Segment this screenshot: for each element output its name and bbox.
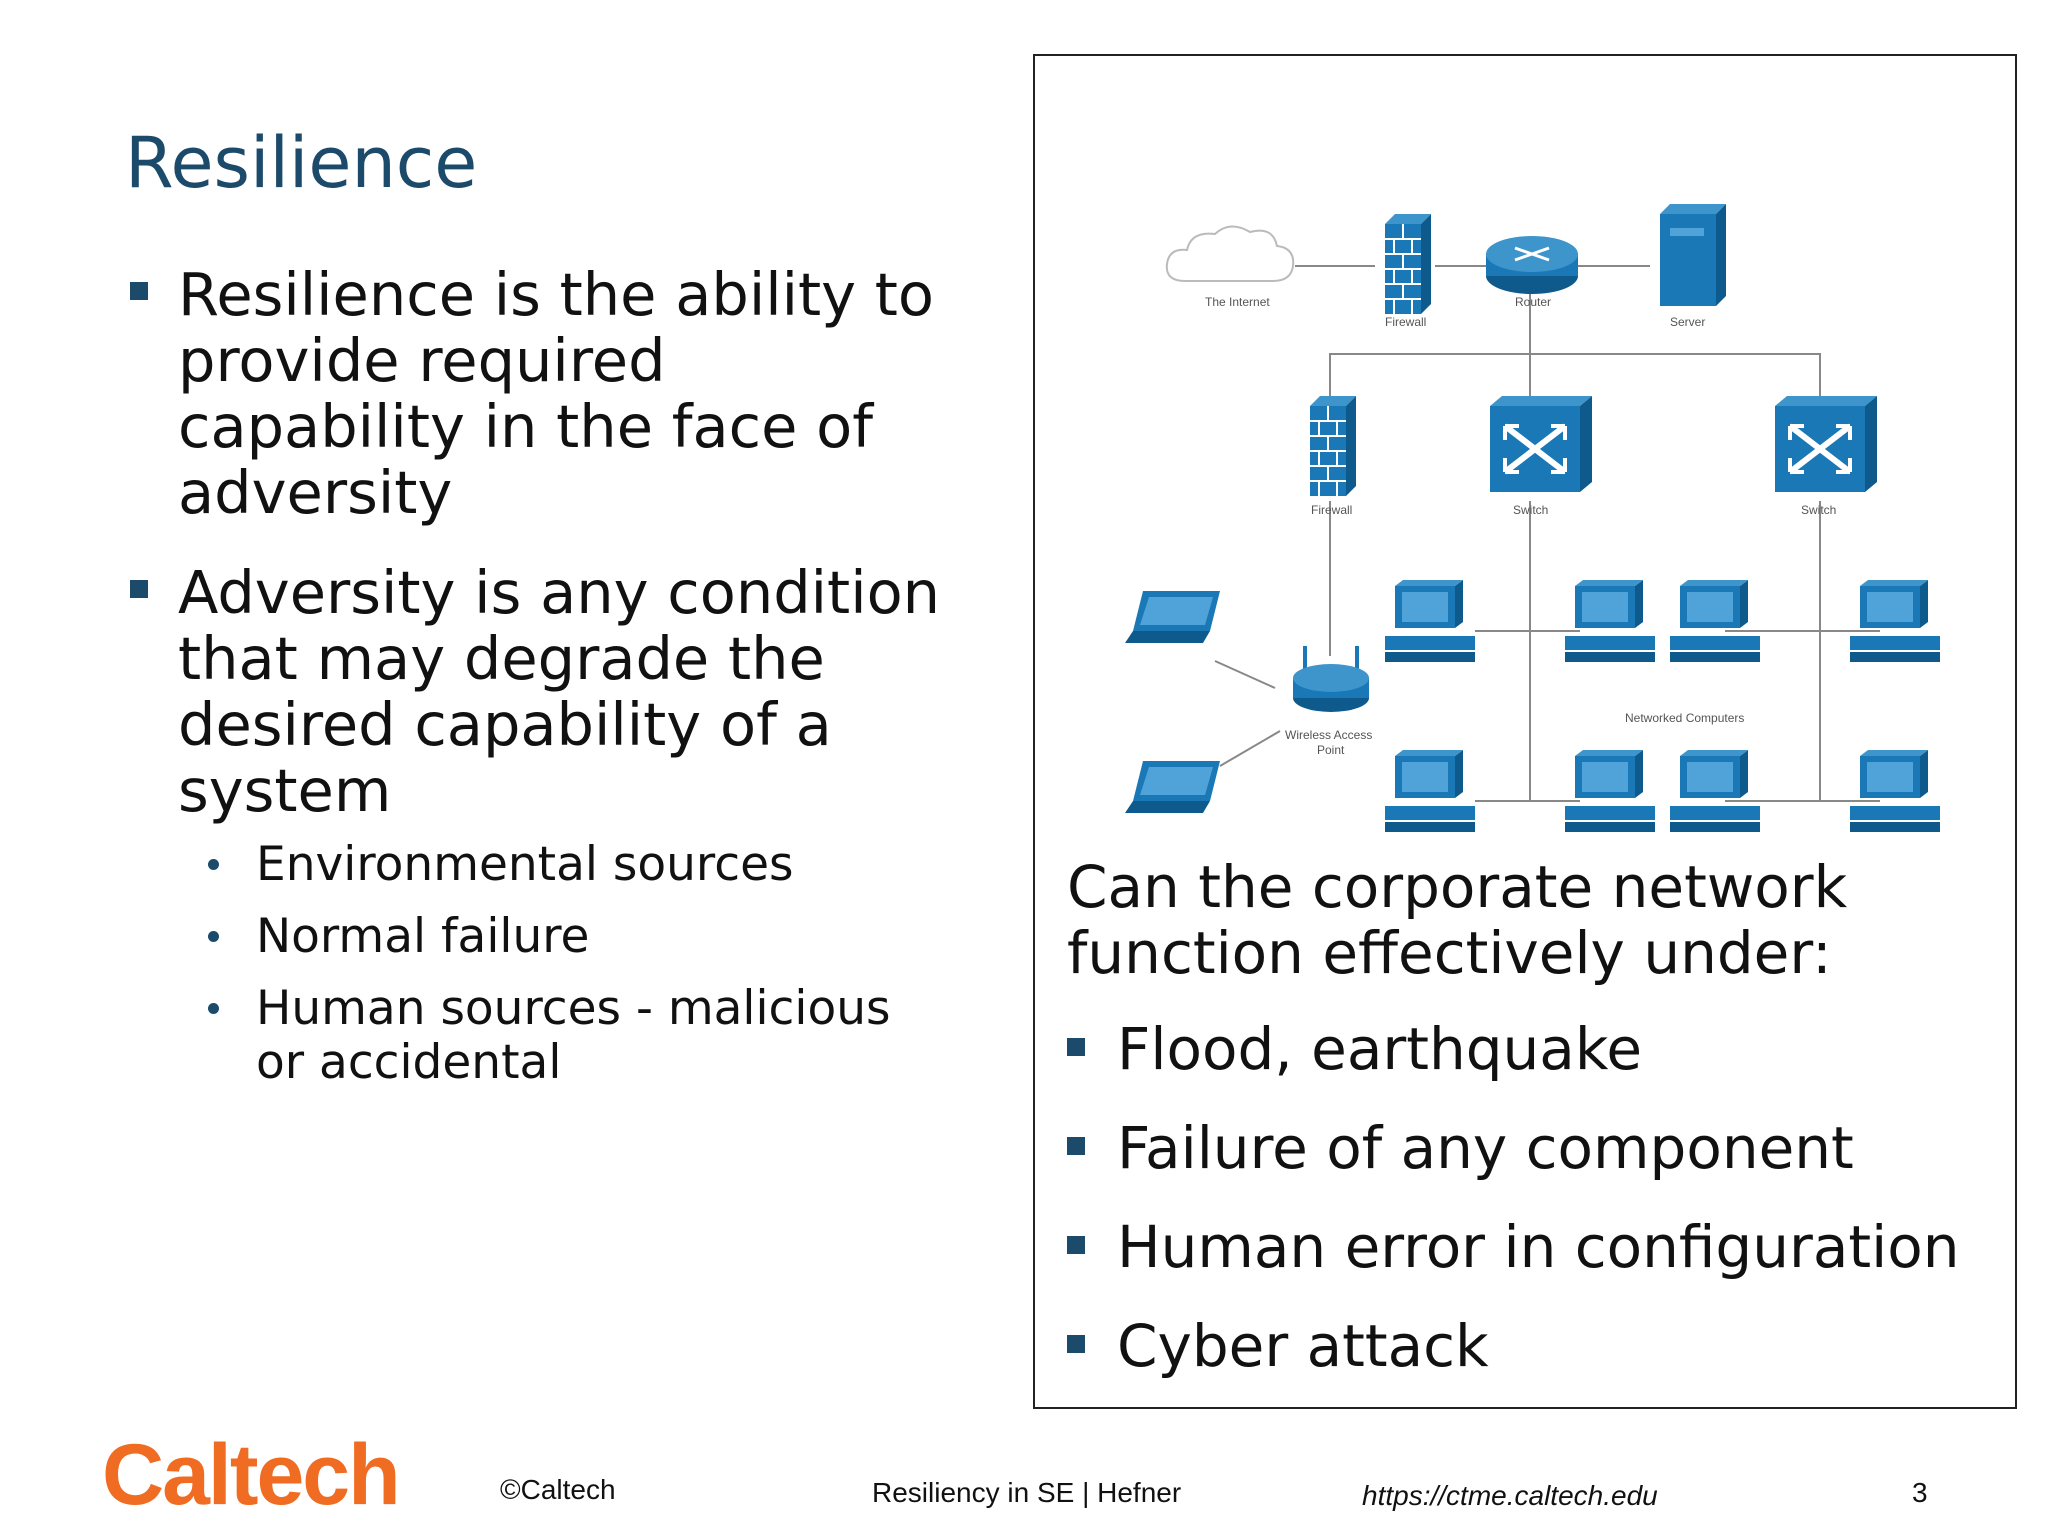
sub-bullet-normal-failure: Normal failure — [208, 910, 950, 964]
threat-item: Flood, earthquake — [1067, 1016, 1960, 1082]
firewall-icon — [1309, 395, 1357, 497]
firewall-icon — [1384, 213, 1432, 315]
threat-text: Cyber attack — [1117, 1312, 1489, 1380]
footer-copyright: ©Caltech — [500, 1474, 616, 1505]
threat-item: Failure of any component — [1067, 1115, 1960, 1181]
router-icon — [1486, 236, 1578, 294]
main-bullet-list: Resilience is the ability to provide req… — [130, 262, 950, 1124]
switch-icon — [1490, 396, 1592, 492]
sub-bullet-text: Environmental sources — [256, 837, 794, 892]
bullet-resilience-definition: Resilience is the ability to provide req… — [130, 262, 950, 526]
network-diagram: The Internet Firewall Router Server Fire… — [1125, 204, 1940, 832]
networked-computers-label: Networked Computers — [1625, 711, 1744, 725]
wap-label-line1: Wireless Access — [1285, 728, 1372, 742]
dot-bullet-icon — [208, 1003, 219, 1014]
square-bullet-icon — [1067, 1038, 1085, 1056]
sub-bullet-text: Human sources - malicious or accidental — [256, 981, 891, 1090]
network-panel: The Internet Firewall Router Server Fire… — [1033, 54, 2017, 1409]
internet-cloud-icon — [1165, 225, 1295, 282]
footer-url[interactable]: https://ctme.caltech.edu — [1362, 1480, 1658, 1511]
dot-bullet-icon — [208, 931, 219, 942]
switch-icon — [1775, 396, 1877, 492]
computer-icon — [1385, 580, 1475, 662]
footer-course: Resiliency in SE | Hefner — [872, 1477, 1182, 1508]
slide-title: Resilience — [125, 122, 478, 204]
square-bullet-icon — [130, 282, 148, 300]
sub-bullet-human-sources: Human sources - malicious or accidental — [208, 982, 950, 1090]
router-label: Router — [1515, 295, 1551, 309]
page-number: 3 — [1912, 1477, 1928, 1508]
internet-label: The Internet — [1205, 295, 1270, 309]
wap-label-line2: Point — [1317, 743, 1345, 757]
firewall-mid-label: Firewall — [1311, 503, 1352, 517]
wireless-access-point-icon — [1293, 646, 1369, 712]
bullet-text: Resilience is the ability to provide req… — [178, 260, 935, 527]
server-icon — [1660, 204, 1726, 306]
computer-icon — [1850, 750, 1940, 832]
connection-lines — [1214, 265, 1880, 802]
bullet-adversity-definition: Adversity is any condition that may degr… — [130, 560, 950, 1090]
threat-item: Cyber attack — [1067, 1313, 1960, 1379]
computer-icon — [1385, 750, 1475, 832]
computer-icon — [1670, 750, 1760, 832]
switch-b-label: Switch — [1801, 503, 1836, 517]
sub-bullet-text: Normal failure — [256, 909, 590, 964]
panel-question: Can the corporate network function effec… — [1067, 853, 1848, 987]
square-bullet-icon — [130, 580, 148, 598]
computer-icon — [1565, 750, 1655, 832]
threat-text: Human error in configuration — [1117, 1213, 1960, 1281]
threat-list: Flood, earthquake Failure of any compone… — [1067, 1016, 1960, 1412]
square-bullet-icon — [1067, 1236, 1085, 1254]
threat-text: Flood, earthquake — [1117, 1015, 1643, 1083]
dot-bullet-icon — [208, 859, 219, 870]
laptop-icon — [1125, 591, 1220, 643]
switch-a-label: Switch — [1513, 503, 1548, 517]
sub-bullet-list: Environmental sources Normal failure Hum… — [208, 838, 950, 1090]
computer-icon — [1565, 580, 1655, 662]
square-bullet-icon — [1067, 1137, 1085, 1155]
sub-bullet-environmental: Environmental sources — [208, 838, 950, 892]
caltech-logo: Caltech — [102, 1427, 401, 1523]
computer-icon — [1850, 580, 1940, 662]
threat-text: Failure of any component — [1117, 1114, 1854, 1182]
laptop-icon — [1125, 761, 1220, 813]
server-label: Server — [1670, 315, 1705, 329]
computer-icon — [1670, 580, 1760, 662]
firewall-top-label: Firewall — [1385, 315, 1426, 329]
square-bullet-icon — [1067, 1335, 1085, 1353]
threat-item: Human error in configuration — [1067, 1214, 1960, 1280]
bullet-text: Adversity is any condition that may degr… — [178, 558, 941, 825]
